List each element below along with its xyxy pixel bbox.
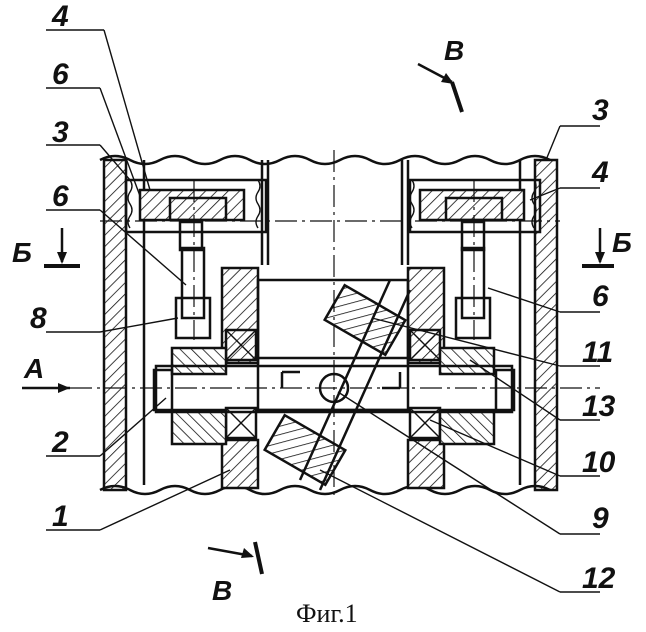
section-v-top-label: В (444, 35, 464, 66)
callout-6-left: 6 (52, 180, 69, 213)
callout-9: 9 (592, 502, 609, 535)
section-b-right-label: Б (612, 227, 632, 258)
callout-8: 8 (30, 302, 47, 335)
callout-4-right: 4 (591, 156, 609, 189)
callout-13: 13 (582, 390, 616, 423)
callout-1: 1 (52, 500, 69, 533)
section-a-label: А (23, 353, 44, 384)
section-v-bottom-label: В (212, 575, 232, 606)
callout-12: 12 (582, 562, 616, 595)
callout-4-left: 4 (51, 0, 69, 33)
section-b-left-label: Б (12, 237, 32, 268)
callout-2: 2 (51, 426, 69, 459)
callout-5: 6 (52, 58, 69, 91)
inclined-rollers (265, 280, 410, 490)
figure-caption: Фиг.1 (296, 599, 358, 628)
left-piston-assembly (126, 180, 266, 250)
callout-10: 10 (582, 446, 616, 479)
callout-3-left: 3 (52, 116, 69, 149)
callout-11: 11 (582, 336, 613, 369)
leader-lines (46, 30, 600, 592)
callout-6-right: 6 (592, 280, 609, 313)
callout-3-right: 3 (592, 94, 609, 127)
